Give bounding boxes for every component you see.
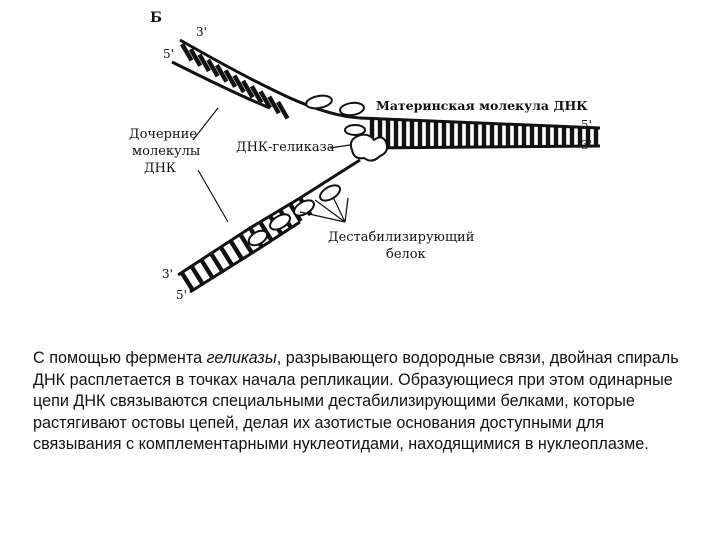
base-pair-rung — [474, 123, 478, 147]
upper-base-pairs — [180, 43, 289, 120]
lower-strand-backbone-a — [178, 160, 360, 275]
leader-lines — [193, 108, 350, 222]
base-pair-rung — [402, 120, 406, 148]
base-pair-rung — [562, 127, 566, 147]
base-pair-rung — [458, 122, 462, 147]
base-pair-rung — [394, 120, 398, 148]
base-pair-rung — [546, 126, 550, 147]
base-pair-rung — [442, 122, 446, 148]
protein-oval — [339, 101, 364, 116]
caption-text: С помощью фермента геликазы, разрывающег… — [33, 348, 693, 456]
label-top-5: 5' — [163, 47, 174, 61]
protein-oval — [305, 94, 333, 110]
label-daughter-1: Дочерние — [129, 127, 197, 142]
base-pair-rung — [200, 259, 214, 278]
base-pair-rung — [538, 126, 542, 147]
base-pair-rung — [219, 247, 233, 266]
base-pair-rung — [434, 121, 438, 147]
label-destab-2: белок — [386, 247, 426, 262]
label-destab-1: Дестабилизирующий — [328, 230, 474, 245]
label-parent-5: 5' — [581, 118, 592, 132]
base-pair-rung — [506, 124, 510, 147]
base-pair-rung — [466, 123, 470, 148]
label-parent-3: 3' — [581, 138, 592, 152]
base-pair-rung — [450, 122, 454, 147]
dna-replication-diagram: Б 3' 5' Материнская молекула ДНК 5' 3' Д… — [0, 0, 720, 340]
label-top-3: 3' — [196, 25, 207, 39]
base-pair-rung — [514, 125, 518, 147]
label-bottom-3: 3' — [162, 267, 173, 281]
leader-daughter-lower — [198, 170, 228, 222]
lower-base-pairs — [180, 197, 312, 291]
caption-italic-term: геликазы — [207, 349, 277, 367]
label-helicase: ДНК-геликаза — [236, 140, 335, 155]
panel-letter: Б — [150, 10, 162, 26]
base-pair-rung — [210, 253, 224, 272]
base-pair-rung — [570, 127, 574, 146]
protein-oval — [345, 125, 365, 135]
base-pair-rung — [490, 124, 494, 147]
leader-destab-4 — [345, 198, 348, 222]
label-bottom-5: 5' — [176, 288, 187, 302]
base-pair-rung — [530, 125, 534, 146]
upper-daughter-strand — [172, 40, 360, 120]
base-pair-rung — [594, 128, 598, 146]
base-pair-rung — [522, 125, 526, 147]
label-daughter-3: ДНК — [144, 161, 176, 176]
label-daughter-2: молекулы — [132, 144, 200, 159]
caption-part1: С помощью фермента — [33, 349, 207, 367]
helicase-enzyme — [351, 135, 387, 161]
base-pair-rung — [482, 123, 486, 147]
base-pair-rung — [418, 121, 422, 148]
base-pair-rung — [498, 124, 502, 147]
label-parent-molecule: Материнская молекула ДНК — [376, 98, 588, 113]
base-pair-rung — [190, 266, 204, 285]
base-pair-rung — [410, 120, 414, 147]
base-pair-rung — [426, 121, 430, 148]
base-pair-rung — [554, 126, 558, 146]
base-pair-rung — [229, 241, 243, 260]
parent-dna-duplex — [360, 118, 600, 148]
